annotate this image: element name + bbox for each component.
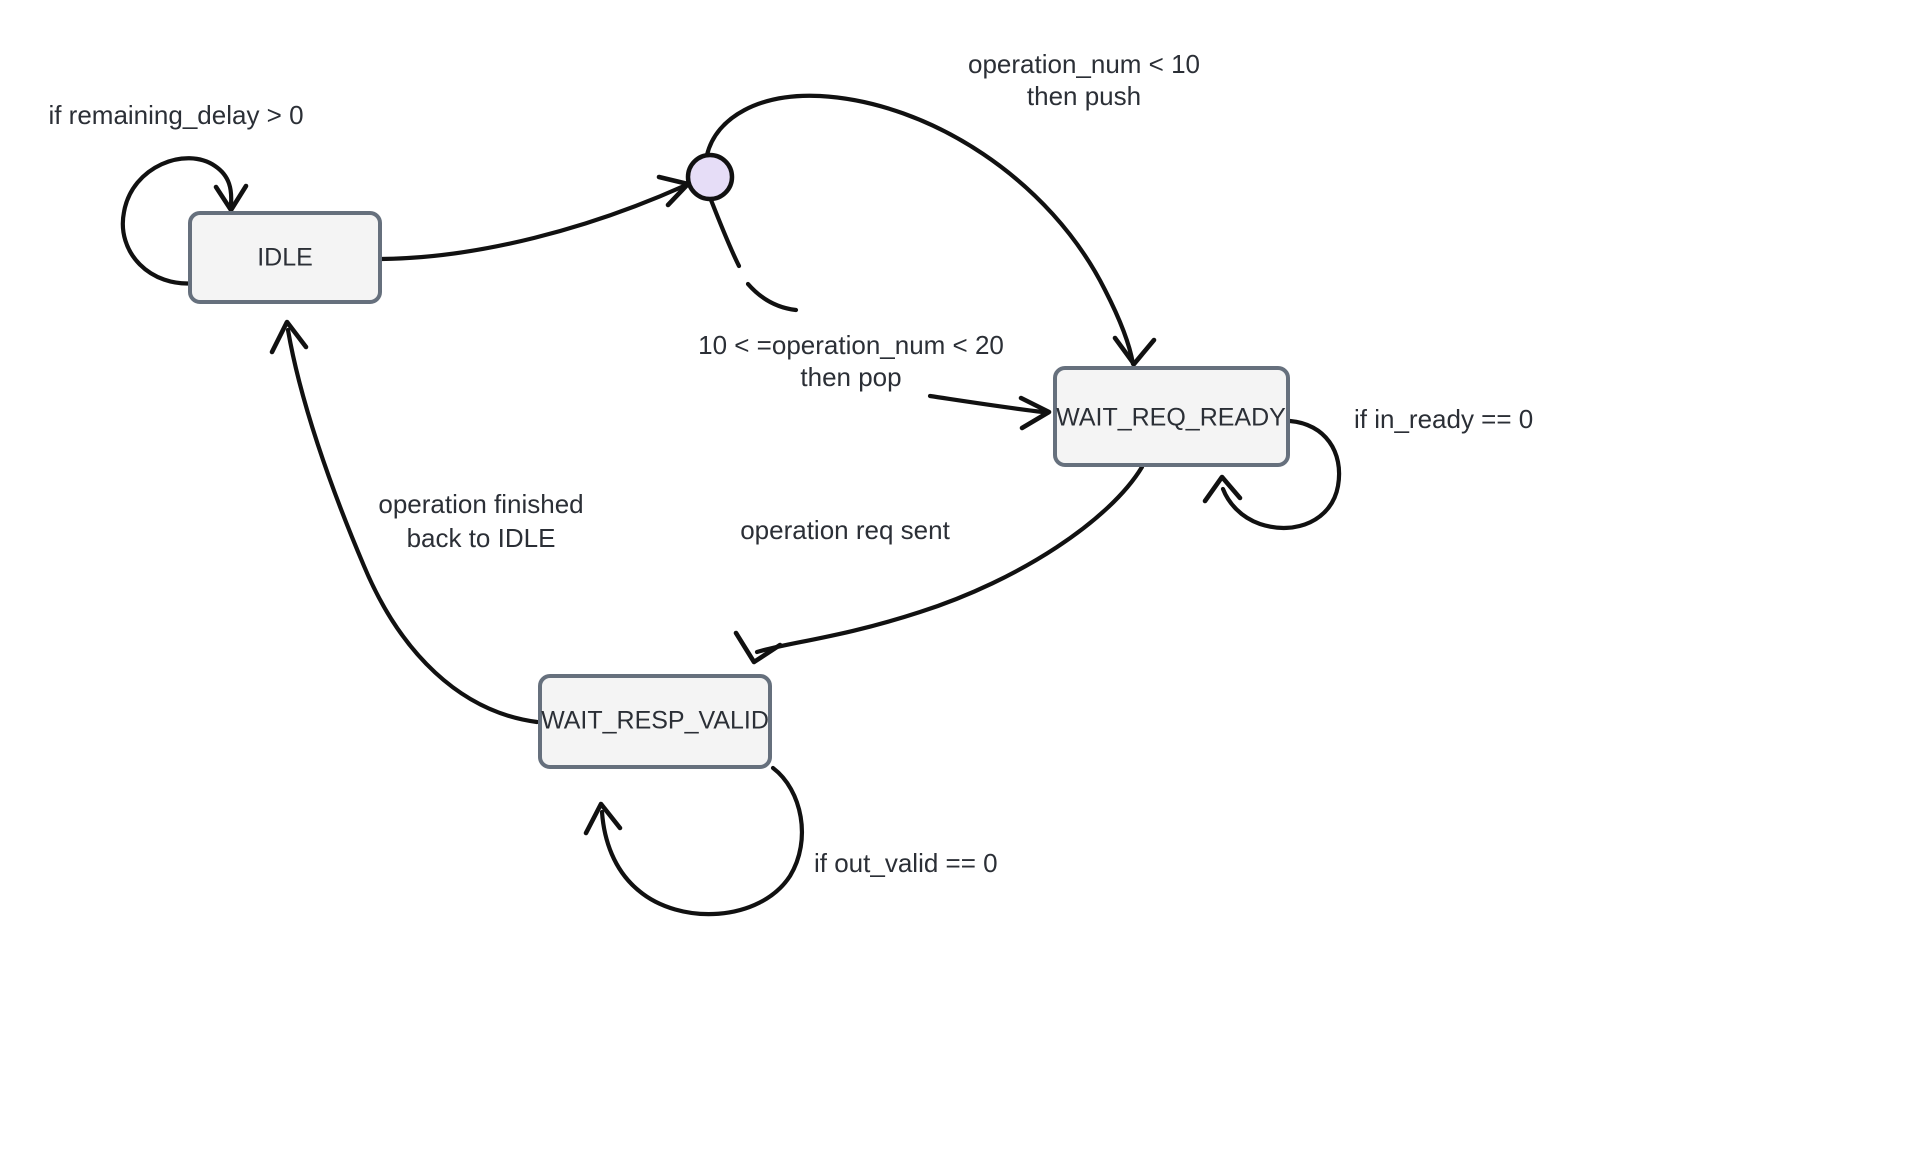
edge-junction-push-path <box>704 93 1136 367</box>
edge-idle-to-junction-path <box>378 183 687 262</box>
edge-label-wait-resp-self: if out_valid == 0 <box>814 848 998 878</box>
transition-wait-resp-self[interactable] <box>583 765 804 917</box>
transition-junction-pop[interactable] <box>708 197 1052 431</box>
state-label-idle: IDLE <box>257 244 313 272</box>
state-box-idle <box>188 211 382 304</box>
edge-label-req-to-resp: operation req sent <box>740 515 950 545</box>
edge-label-idle-self: if remaining_delay > 0 <box>48 100 303 130</box>
state-node-wait-resp-valid[interactable]: WAIT_RESP_VALID <box>538 674 772 769</box>
state-box-wait-req-ready <box>1053 366 1290 467</box>
arrowhead-wait-req-self <box>1202 474 1243 504</box>
state-box-wait-resp-valid <box>538 674 772 769</box>
junction-node[interactable] <box>685 152 735 202</box>
arrowhead-junction-pop <box>1018 395 1052 431</box>
edge-wait-resp-self-path <box>599 765 804 917</box>
edge-junction-pop-segment-b <box>745 281 799 313</box>
edge-idle-self-path <box>120 156 234 286</box>
arrowhead-wait-resp-self <box>583 801 623 836</box>
edge-label-junction-pop-line2: then pop <box>800 362 901 392</box>
edge-label-junction-push-line1: operation_num < 10 <box>968 49 1200 79</box>
junction-circle <box>685 152 735 202</box>
edge-junction-pop-segment-c <box>927 393 1046 415</box>
transition-wait-req-self[interactable] <box>1202 418 1342 530</box>
state-label-wait-resp-valid: WAIT_RESP_VALID <box>541 707 769 735</box>
transition-resp-to-idle[interactable] <box>269 319 540 725</box>
edge-wait-req-self-path <box>1220 418 1342 530</box>
arrowhead-resp-to-idle <box>269 319 309 355</box>
edge-label-resp-to-idle-line1: operation finished <box>378 489 583 519</box>
transition-idle-to-junction[interactable] <box>378 174 691 262</box>
edge-junction-pop-segment-a <box>708 197 742 269</box>
edge-req-to-resp-path <box>754 464 1145 655</box>
edge-label-junction-push-line2: then push <box>1027 81 1141 111</box>
transition-req-to-resp[interactable] <box>733 464 1145 665</box>
edge-label-wait-req-self: if in_ready == 0 <box>1354 404 1533 434</box>
arrowhead-idle-self <box>213 183 249 213</box>
arrowhead-req-to-resp <box>733 630 783 665</box>
transition-idle-self[interactable] <box>120 156 249 286</box>
transition-junction-push[interactable] <box>704 93 1157 367</box>
edge-resp-to-idle-path <box>285 327 540 725</box>
edge-label-junction-pop-line1: 10 < =operation_num < 20 <box>698 330 1004 360</box>
edge-label-resp-to-idle-line2: back to IDLE <box>407 523 556 553</box>
state-label-wait-req-ready: WAIT_REQ_READY <box>1056 404 1286 432</box>
state-node-wait-req-ready[interactable]: WAIT_REQ_READY <box>1053 366 1290 467</box>
arrowhead-junction-push <box>1112 335 1157 367</box>
state-node-idle[interactable]: IDLE <box>188 211 382 304</box>
